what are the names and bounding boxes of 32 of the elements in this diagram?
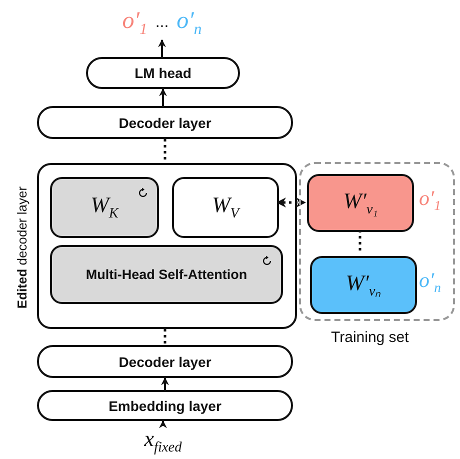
matrix-symbol: W$_{V}$ [212,192,240,223]
arrow [158,39,166,57]
block-label: LM head [134,65,192,81]
layer-box [37,390,293,421]
training-matrix-block [310,256,417,314]
value-matrix-block [172,177,279,238]
matrix-symbol: W′$_{vₙ}$ [346,270,382,300]
block-label: Decoder layer [118,354,212,370]
matrix-symbol: W$_{K}$ [90,192,118,223]
arrow [161,377,169,390]
frozen-block [50,245,283,304]
input-variable: x$_{fixed}$ [144,426,182,456]
group-caption: Training set [331,329,409,346]
training-matrix-block [307,174,414,232]
block-label: Decoder layer [118,114,212,130]
output-token: o′$_{1}$ [122,8,148,38]
layer-box [86,57,240,89]
layer-heading: Edited decoder layer [14,185,30,311]
block-label: Embedding layer [108,398,222,414]
target-token: o′$_{n}$ [419,268,441,296]
layer-box [37,345,293,378]
target-token: o′$_{1}$ [419,186,441,214]
matrix-symbol: W′$_{v₁}$ [343,188,378,218]
layer-box [37,106,293,139]
block-label: Multi-Head Self-Attention [86,267,248,282]
dotted-connector [164,329,166,345]
output-token: o′$_{n}$ [176,8,202,38]
dotted-connector [276,198,306,208]
frozen-block [50,177,159,238]
arrow [159,420,167,428]
arrow [159,88,167,106]
ellipsis: ... [155,14,169,32]
